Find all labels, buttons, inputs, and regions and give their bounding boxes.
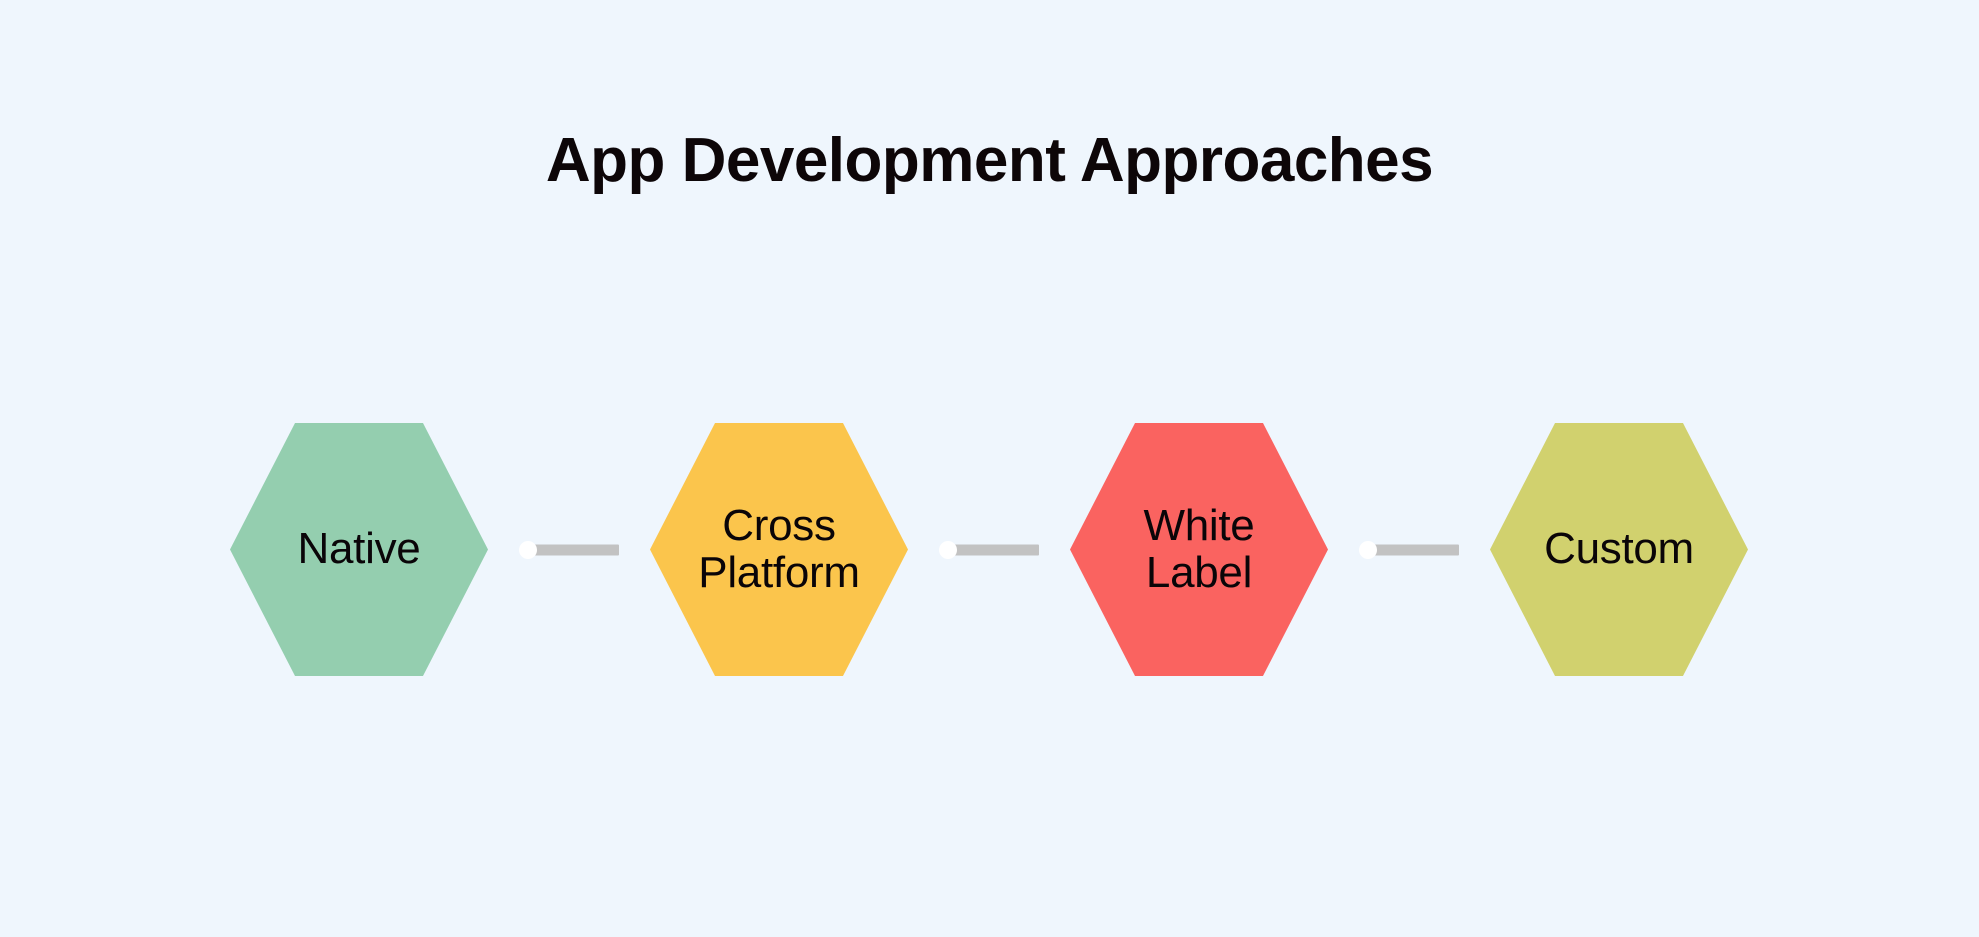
page-title: App Development Approaches [545,126,1434,195]
flow-node-cross-platform[interactable]: Cross Platform [619,390,939,710]
hexagon-flow: Native Cross Platform White Label Custom [199,390,1780,710]
connector-line [1367,544,1459,556]
connector-knob-icon [1359,541,1377,559]
connector-native-to-cross-platform [519,541,619,559]
flow-node-custom[interactable]: Custom [1459,390,1779,710]
flow-node-label-white-label: White Label [1143,500,1255,597]
connector-cross-platform-to-white-label [939,541,1039,559]
connector-line [527,544,619,556]
connector-white-label-to-custom [1359,541,1459,559]
flow-node-native[interactable]: Native [199,390,519,710]
flow-node-label-custom: Custom [1544,524,1694,574]
flow-node-label-native: Native [297,524,421,574]
flow-node-white-label[interactable]: White Label [1039,390,1359,710]
connector-knob-icon [939,541,957,559]
flow-node-label-cross-platform: Cross Platform [698,500,860,597]
connector-line [947,544,1039,556]
connector-knob-icon [519,541,537,559]
